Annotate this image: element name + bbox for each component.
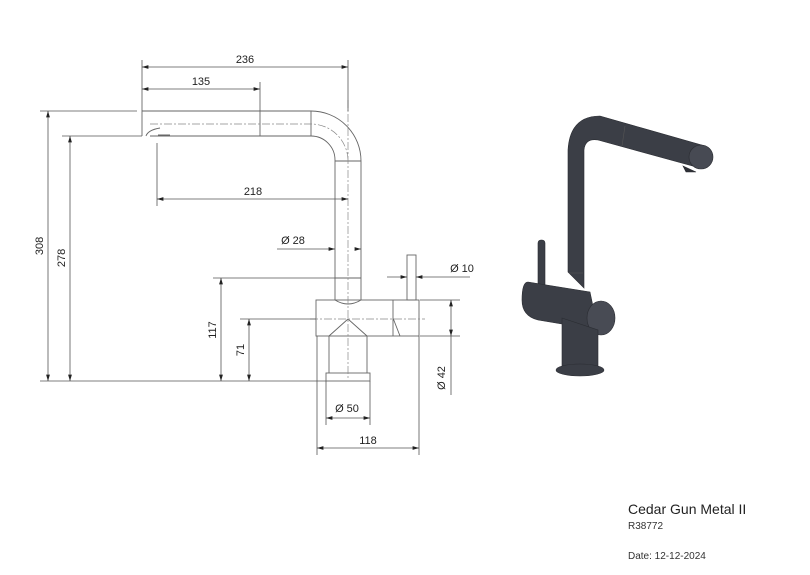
dim-236: 236 [236, 54, 254, 66]
dim-278: 278 [56, 249, 68, 267]
dim-117: 117 [207, 321, 219, 339]
dimension-lines [46, 65, 470, 450]
dim-71: 71 [235, 344, 247, 356]
dim-base-diameter: Ø 50 [335, 403, 359, 415]
dim-body-diameter: Ø 42 [436, 366, 448, 390]
dim-308: 308 [34, 237, 46, 255]
drawing-date: Date: 12-12-2024 [628, 551, 706, 562]
dim-118: 118 [359, 435, 377, 447]
product-code: R38772 [628, 521, 664, 532]
product-name: Cedar Gun Metal II [628, 501, 747, 517]
extension-lines [40, 60, 460, 455]
faucet-side-view [141, 100, 425, 382]
dim-lever-diameter: Ø 10 [450, 263, 474, 275]
dim-pipe-diameter: Ø 28 [281, 235, 305, 247]
faucet-render [521, 115, 714, 377]
dim-135: 135 [192, 76, 210, 88]
dim-218: 218 [244, 186, 262, 198]
